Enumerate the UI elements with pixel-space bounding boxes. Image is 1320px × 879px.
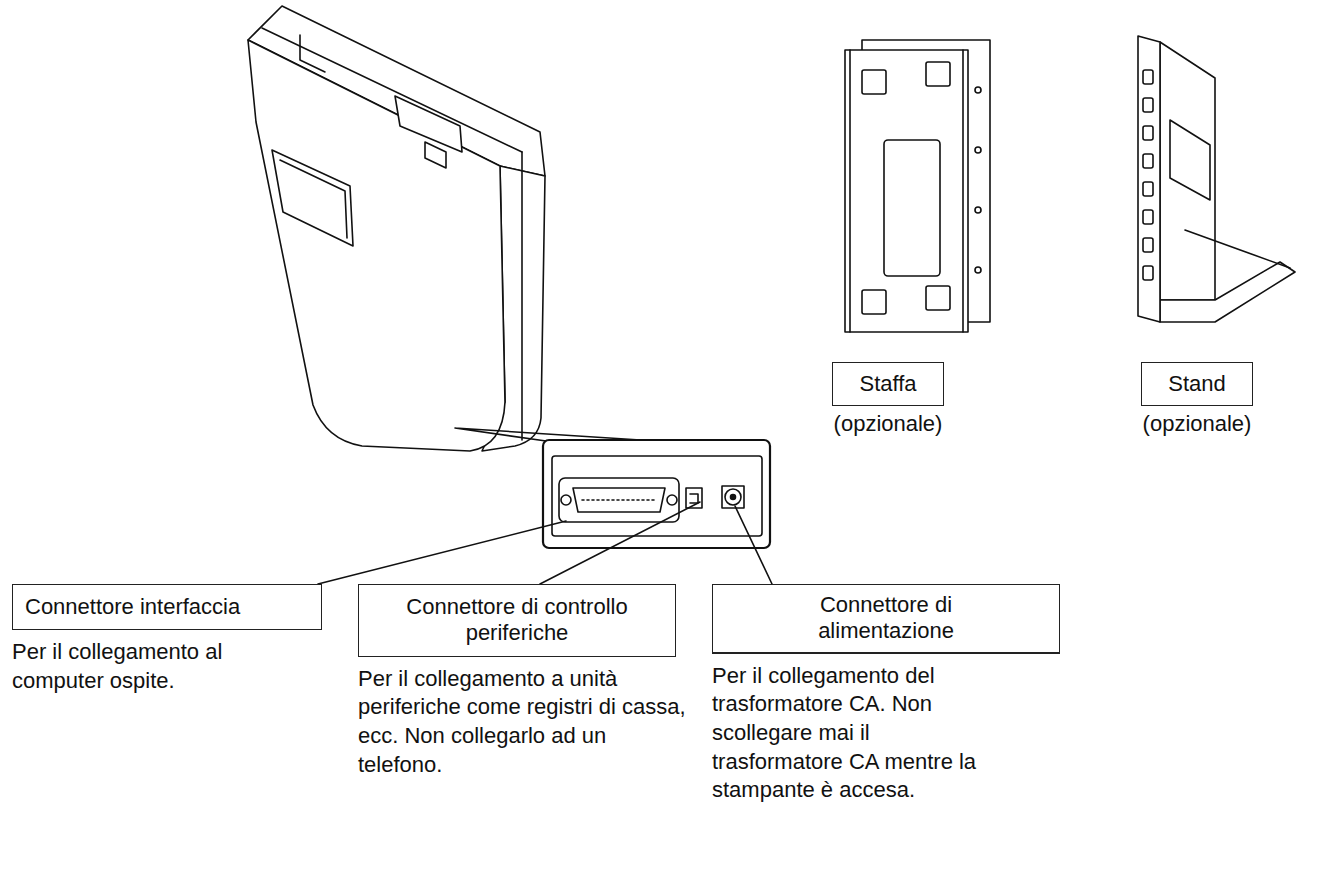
stand-slot [1143, 210, 1153, 224]
bracket-plate [845, 50, 968, 332]
bracket-hole [975, 87, 981, 93]
stand-slot [1143, 182, 1153, 196]
paper-slot [272, 150, 353, 246]
label-body: Per il collegamento del trasformatore CA… [712, 662, 1002, 805]
stand-recess [1170, 120, 1210, 200]
leader-line [735, 506, 772, 584]
printer-button [425, 142, 446, 168]
stand-slots [1143, 70, 1153, 280]
label-heading: Stand [1168, 371, 1226, 396]
bracket-fold [850, 50, 963, 332]
label-heading: Staffa [859, 371, 916, 396]
bracket-slot [926, 62, 950, 86]
stand-slot [1143, 266, 1153, 280]
label-box: Stand [1141, 362, 1253, 406]
label-body: (opzionale) [1141, 410, 1253, 439]
power-socket-ring [725, 489, 741, 505]
printer-front [248, 40, 505, 451]
printer-drawing [248, 6, 545, 451]
bracket-drawing [845, 40, 990, 332]
callout-label: Stand (opzionale) [1141, 362, 1253, 439]
label-box: Connettore di alimentazione [712, 584, 1060, 654]
description-text: Per il collegamento al computer ospite. [12, 639, 222, 693]
connector-screw [667, 495, 677, 505]
jack-detail [690, 494, 698, 503]
printer-seam [262, 28, 522, 152]
label-heading: Connettore interfaccia [25, 594, 240, 619]
label-box: Connettore interfaccia [12, 584, 322, 630]
label-box: Connettore di controllo periferiche [358, 584, 676, 657]
description-text: (opzionale) [834, 410, 943, 439]
interface-connector [559, 478, 679, 522]
label-body: Per il collegamento al computer ospite. [12, 638, 312, 695]
connector-pins [582, 499, 656, 501]
leader-line [540, 502, 700, 584]
callout-label: Connettore di alimentazionePer il colleg… [712, 584, 1060, 805]
callout-label: Staffa (opzionale) [832, 362, 944, 439]
bracket-hole [975, 207, 981, 213]
connector-screw [561, 495, 571, 505]
bracket-slot [926, 286, 950, 310]
bracket-slot [862, 290, 886, 314]
label-body: Per il collegamento a unità periferiche … [358, 665, 688, 779]
power-socket [722, 486, 744, 508]
stand-slot [1143, 154, 1153, 168]
stand-back [1160, 42, 1215, 300]
description-text: Per il collegamento del trasformatore CA… [712, 663, 976, 802]
printer-edge [521, 152, 523, 440]
paper-slot-inner [280, 160, 347, 238]
bracket-hole [975, 147, 981, 153]
stand-base [1160, 262, 1295, 322]
stand-slot [1143, 126, 1153, 140]
label-box: Staffa [832, 362, 944, 406]
stand-plate [1138, 36, 1160, 322]
connector-shell [573, 488, 665, 512]
stand-slot [1143, 70, 1153, 84]
rear-panel [543, 440, 770, 548]
label-heading: Connettore di controllo periferiche [406, 594, 627, 645]
leader-line [318, 521, 566, 584]
stand-slot [1143, 98, 1153, 112]
description-text: (opzionale) [1143, 410, 1252, 439]
stand-slot [1143, 238, 1153, 252]
label-heading: Connettore di alimentazione [818, 592, 954, 643]
bracket-window [884, 140, 940, 276]
stand-edge [1185, 230, 1290, 268]
printer-detail [300, 35, 325, 72]
callout-label: Connettore di controllo periferichePer i… [358, 584, 688, 779]
description-text: Per il collegamento a unità periferiche … [358, 666, 686, 777]
callout-label: Connettore interfacciaPer il collegament… [12, 584, 322, 696]
bracket-slot [862, 70, 886, 94]
label-body: (opzionale) [832, 410, 944, 439]
stand-drawing [1138, 36, 1295, 322]
power-socket-pin [731, 495, 736, 500]
panel-frame [543, 440, 770, 548]
bracket-hole [975, 267, 981, 273]
